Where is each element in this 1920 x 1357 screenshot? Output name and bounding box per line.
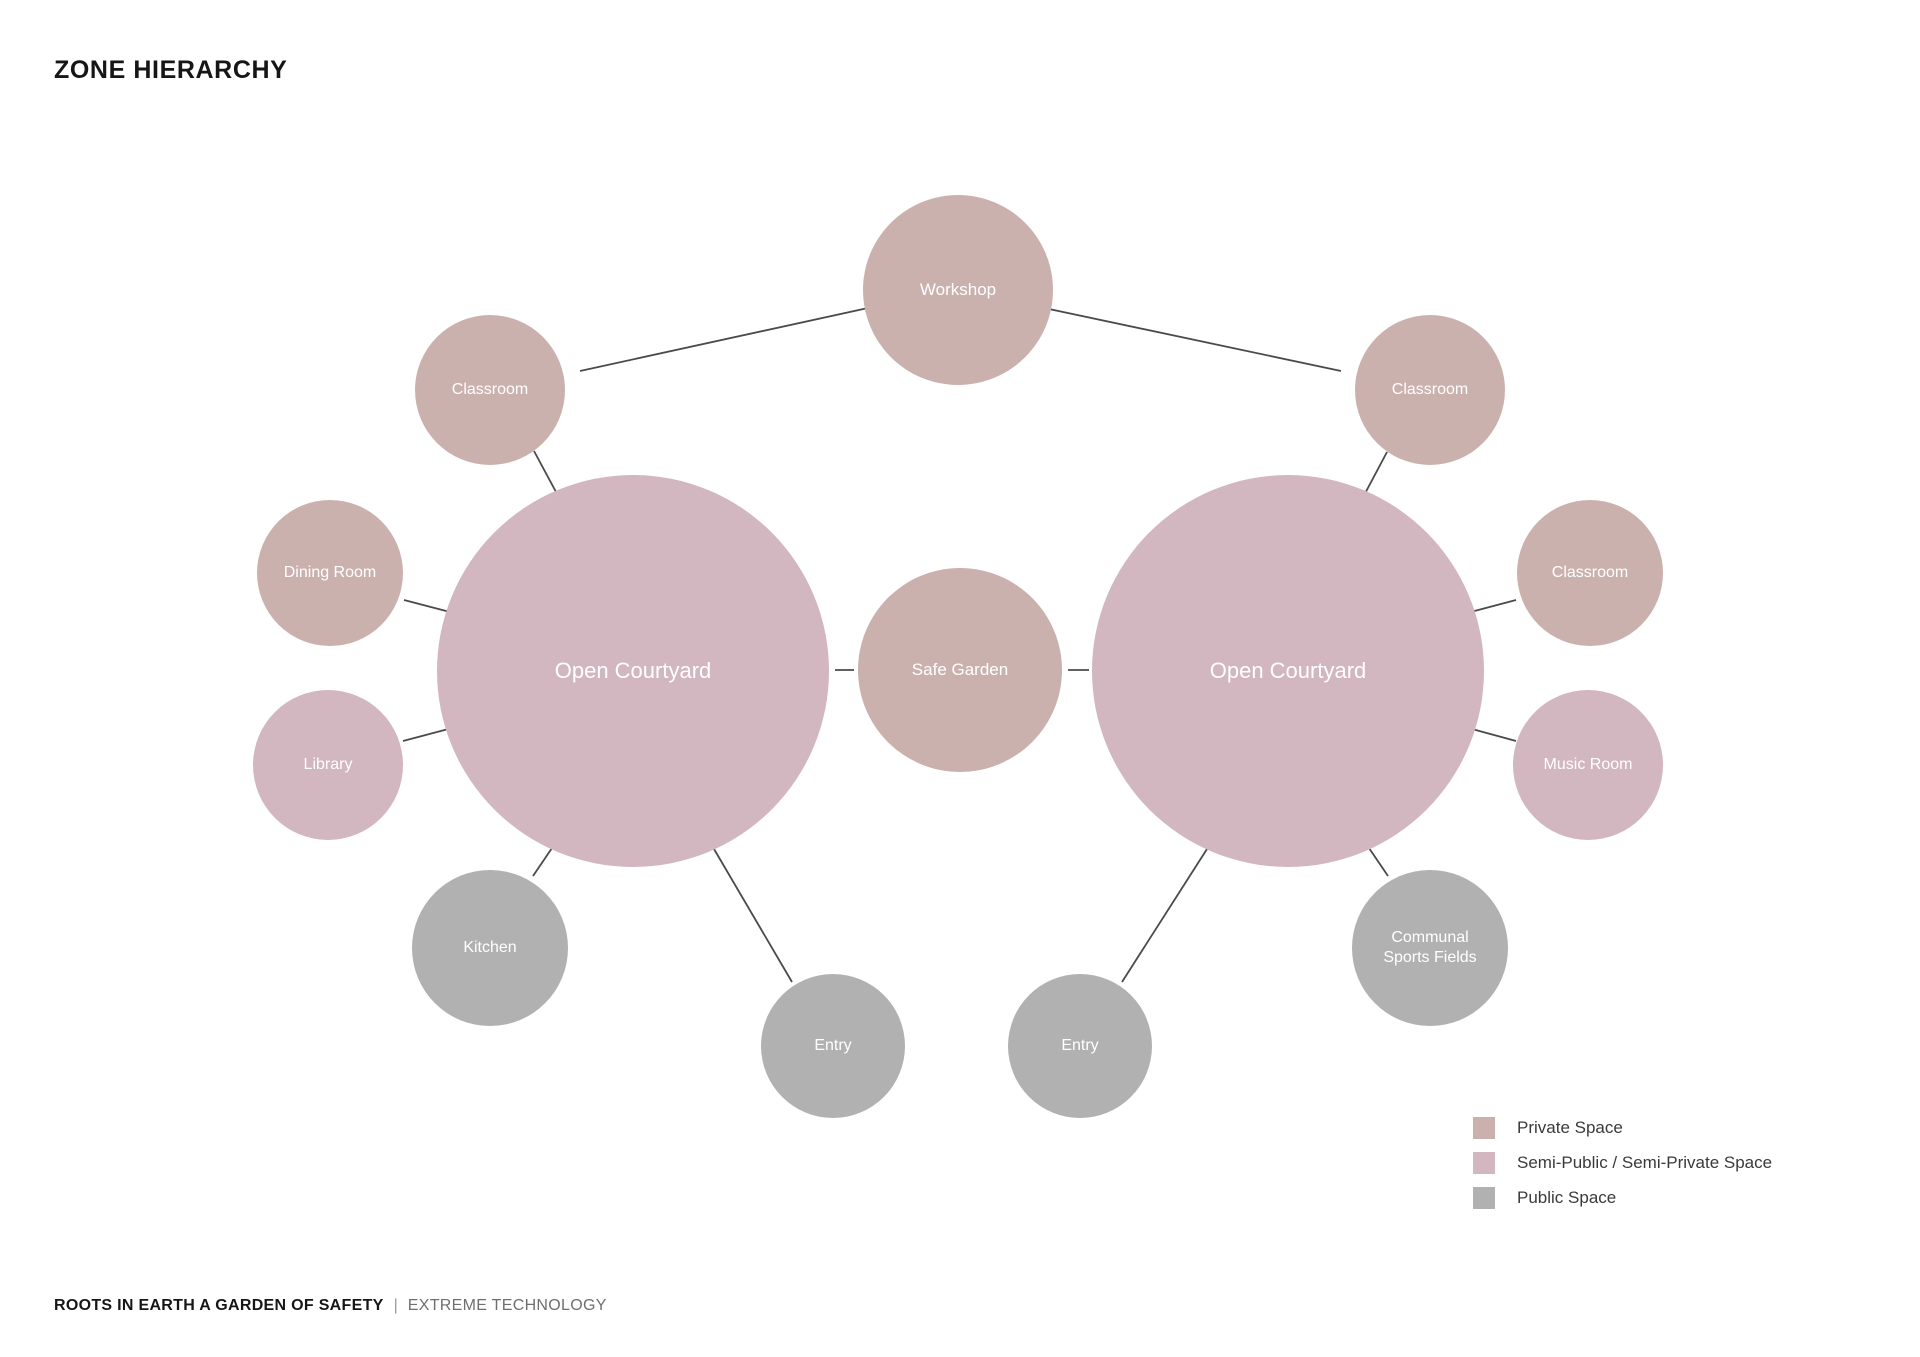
node-kitchen[interactable]: Kitchen xyxy=(412,870,568,1026)
node-label-classroom-tl: Classroom xyxy=(451,380,529,398)
node-label-courtyard-left: Open Courtyard xyxy=(554,657,712,683)
footer-title: ROOTS IN EARTH A GARDEN OF SAFETY xyxy=(54,1297,384,1314)
node-label-courtyard-right: Open Courtyard xyxy=(1209,657,1367,683)
node-courtyard-left[interactable]: Open Courtyard xyxy=(437,475,829,867)
node-safe-garden[interactable]: Safe Garden xyxy=(858,568,1062,772)
node-label-safe-garden: Safe Garden xyxy=(911,660,1009,680)
node-courtyard-right[interactable]: Open Courtyard xyxy=(1092,475,1484,867)
legend-swatch-public xyxy=(1473,1186,1495,1209)
node-entry-left[interactable]: Entry xyxy=(761,974,905,1118)
node-classroom-tl[interactable]: Classroom xyxy=(415,315,565,465)
edge-entry-left-to-courtyard-left xyxy=(713,848,793,983)
legend-item-private[interactable]: Private Space xyxy=(1473,1110,1873,1145)
node-label-library: Library xyxy=(303,755,353,773)
edge-entry-right-to-courtyard-right xyxy=(1121,848,1208,983)
node-dining-room[interactable]: Dining Room xyxy=(257,500,403,646)
footer-subtitle: EXTREME TECHNOLOGY xyxy=(407,1297,607,1314)
footer: ROOTS IN EARTH A GARDEN OF SAFETY | EXTR… xyxy=(54,1297,607,1315)
node-label-classroom-tr: Classroom xyxy=(1391,380,1469,398)
node-music-room[interactable]: Music Room xyxy=(1513,690,1663,840)
node-label-music-room: Music Room xyxy=(1543,755,1633,773)
node-label-dining-room: Dining Room xyxy=(283,563,377,581)
legend-item-semi_public[interactable]: Semi-Public / Semi-Private Space xyxy=(1473,1145,1873,1180)
node-library[interactable]: Library xyxy=(253,690,403,840)
footer-separator: | xyxy=(393,1297,398,1314)
node-label-entry-right: Entry xyxy=(1061,1036,1099,1054)
node-label-sports-fields: Communal Sports Fields xyxy=(1383,928,1477,966)
node-label-entry-left: Entry xyxy=(814,1036,852,1054)
legend-label-public: Public Space xyxy=(1517,1187,1617,1207)
edge-classroom-tl-to-workshop xyxy=(579,307,869,372)
node-label-kitchen: Kitchen xyxy=(463,938,517,956)
node-label-classroom-r: Classroom xyxy=(1551,563,1629,581)
legend-label-semi_public: Semi-Public / Semi-Private Space xyxy=(1517,1152,1773,1172)
page-title: ZONE HIERARCHY xyxy=(54,56,288,84)
legend-swatch-private xyxy=(1473,1116,1495,1139)
legend-item-public[interactable]: Public Space xyxy=(1473,1180,1873,1215)
legend-label-private: Private Space xyxy=(1517,1117,1623,1137)
edge-workshop-to-classroom-tr xyxy=(1048,308,1342,372)
node-label-workshop: Workshop xyxy=(919,280,997,300)
node-entry-right[interactable]: Entry xyxy=(1008,974,1152,1118)
node-classroom-r[interactable]: Classroom xyxy=(1517,500,1663,646)
legend-swatch-semi_public xyxy=(1473,1151,1495,1174)
node-classroom-tr[interactable]: Classroom xyxy=(1355,315,1505,465)
node-workshop[interactable]: Workshop xyxy=(863,195,1053,385)
node-sports-fields[interactable]: Communal Sports Fields xyxy=(1352,870,1508,1026)
